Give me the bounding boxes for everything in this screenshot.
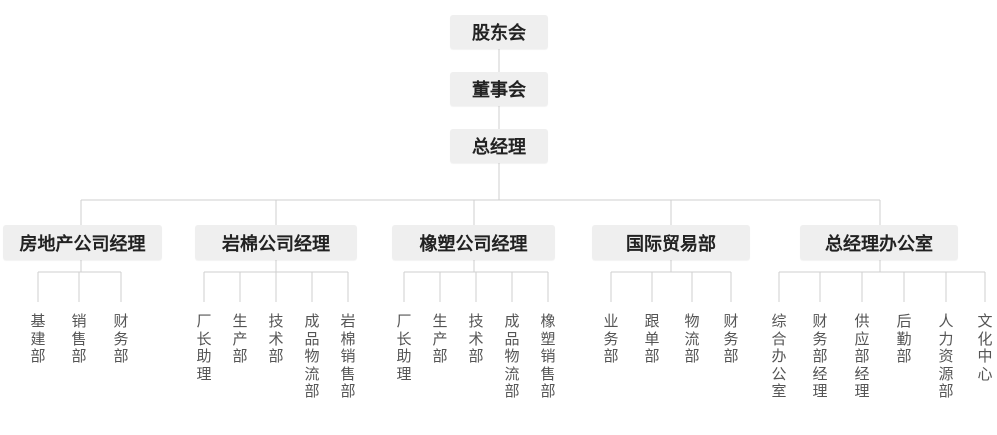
branch-box-gm-office: 总经理办公室 <box>800 225 958 260</box>
department-label: 基建部 <box>30 312 46 365</box>
department-label: 物流部 <box>684 312 700 365</box>
branch-box-rubber-plastic: 橡塑公司经理 <box>392 225 555 260</box>
department-label: 技术部 <box>468 312 484 365</box>
branch-box-real-estate: 房地产公司经理 <box>3 225 162 260</box>
general-manager-box: 总经理 <box>450 129 548 163</box>
department-label: 销售部 <box>71 312 87 365</box>
board-label: 董事会 <box>472 80 526 101</box>
shareholders-box: 股东会 <box>450 15 548 49</box>
branch-label: 橡塑公司经理 <box>419 233 528 255</box>
department-label: 财务部 <box>723 312 739 365</box>
department-label: 厂长助理 <box>196 312 212 383</box>
department-label: 供应部经理 <box>854 312 870 400</box>
department-label: 财务部经理 <box>812 312 828 400</box>
branch-label: 总经理办公室 <box>825 233 933 255</box>
department-label: 成品物流部 <box>504 312 520 400</box>
department-label: 成品物流部 <box>304 312 320 400</box>
branch-box-international-trade: 国际贸易部 <box>592 225 750 260</box>
branch-label: 国际贸易部 <box>626 233 716 255</box>
board-box: 董事会 <box>450 72 548 106</box>
department-label: 技术部 <box>268 312 284 365</box>
shareholders-label: 股东会 <box>472 23 526 44</box>
department-label: 生产部 <box>232 312 248 365</box>
department-label: 岩棉销售部 <box>340 312 356 400</box>
department-label: 厂长助理 <box>396 312 412 383</box>
branch-box-rockwool: 岩棉公司经理 <box>195 225 357 260</box>
department-label: 综合办公室 <box>771 312 787 400</box>
department-label: 财务部 <box>113 312 129 365</box>
department-label: 后勤部 <box>896 312 912 365</box>
department-label: 橡塑销售部 <box>540 312 556 400</box>
department-label: 业务部 <box>603 312 619 365</box>
branch-label: 岩棉公司经理 <box>222 233 330 255</box>
department-label: 文化中心 <box>977 312 993 383</box>
department-label: 生产部 <box>432 312 448 365</box>
department-label: 跟单部 <box>644 312 660 365</box>
general-manager-label: 总经理 <box>472 137 526 158</box>
branch-label: 房地产公司经理 <box>19 233 146 255</box>
department-label: 人力资源部 <box>938 312 954 400</box>
